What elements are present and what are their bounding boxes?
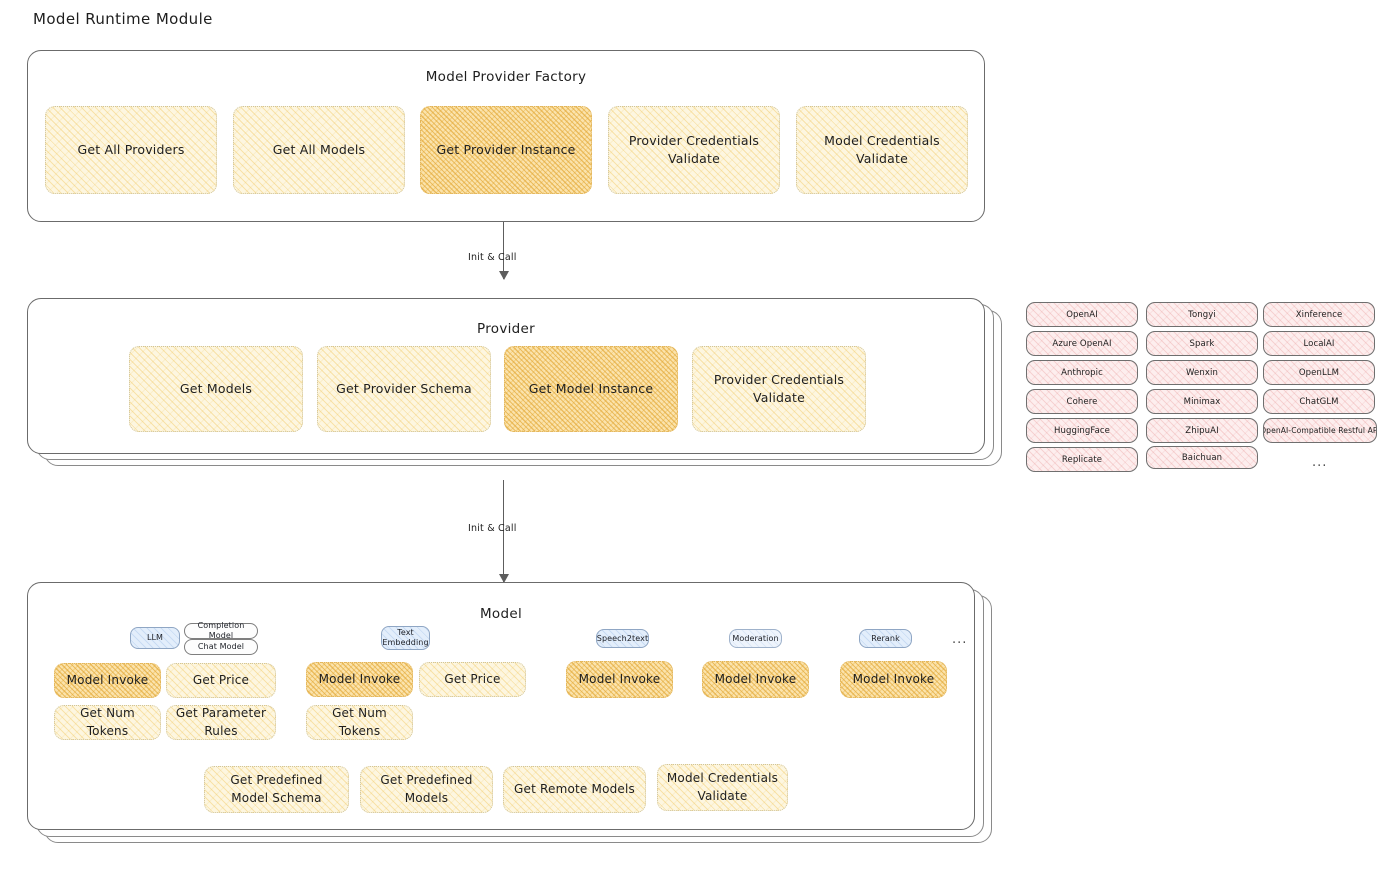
card-get-remote-models[interactable]: Get Remote Models [503, 766, 646, 813]
connector-line [503, 222, 505, 279]
pill-chatglm[interactable]: ChatGLM [1263, 389, 1375, 414]
card-get-models[interactable]: Get Models [129, 346, 303, 432]
panel-title-model-provider-factory: Model Provider Factory [425, 69, 587, 85]
pill-openai[interactable]: OpenAI [1026, 302, 1138, 327]
pill-anthropic[interactable]: Anthropic [1026, 360, 1138, 385]
provider-list-more-indicator: ... [1312, 455, 1328, 470]
pill-baichuan[interactable]: Baichuan [1146, 446, 1258, 469]
badge-rerank[interactable]: Rerank [859, 629, 912, 648]
badge-moderation[interactable]: Moderation [729, 629, 782, 648]
card-text-embedding-model-invoke[interactable]: Model Invoke [306, 662, 413, 697]
pill-huggingface[interactable]: HuggingFace [1026, 418, 1138, 443]
pill-cohere[interactable]: Cohere [1026, 389, 1138, 414]
panel-title-model: Model [479, 606, 523, 622]
card-speech2text-model-invoke[interactable]: Model Invoke [566, 661, 673, 698]
card-llm-get-price[interactable]: Get Price [166, 663, 276, 698]
card-provider-credentials-validate[interactable]: Provider Credentials Validate [608, 106, 780, 194]
card-model-credentials-validate-2[interactable]: Model Credentials Validate [657, 764, 788, 811]
pill-tongyi[interactable]: Tongyi [1146, 302, 1258, 327]
badge-llm[interactable]: LLM [130, 627, 180, 649]
card-model-credentials-validate[interactable]: Model Credentials Validate [796, 106, 968, 194]
card-get-predefined-models[interactable]: Get Predefined Models [360, 766, 493, 813]
card-moderation-model-invoke[interactable]: Model Invoke [702, 661, 809, 698]
badge-text-embedding[interactable]: Text Embedding [381, 626, 430, 650]
card-get-all-providers[interactable]: Get All Providers [45, 106, 217, 194]
badge-speech2text[interactable]: Speech2text [596, 629, 649, 648]
connector-label-init-and-call-1: Init & Call [468, 252, 517, 263]
badge-chat-model[interactable]: Chat Model [184, 639, 258, 655]
pill-zhipuai[interactable]: ZhipuAI [1146, 418, 1258, 443]
card-get-model-instance[interactable]: Get Model Instance [504, 346, 678, 432]
card-llm-get-num-tokens[interactable]: Get Num Tokens [54, 705, 161, 740]
connector-line [503, 480, 505, 582]
card-rerank-model-invoke[interactable]: Model Invoke [840, 661, 947, 698]
card-llm-model-invoke[interactable]: Model Invoke [54, 663, 161, 698]
arrow-head-icon [498, 574, 509, 583]
panel-title-provider: Provider [477, 321, 535, 337]
card-provider-credentials-validate-2[interactable]: Provider Credentials Validate [692, 346, 866, 432]
card-llm-get-parameter-rules[interactable]: Get Parameter Rules [166, 705, 276, 740]
pill-minimax[interactable]: Minimax [1146, 389, 1258, 414]
pill-openai-compatible-restful-api[interactable]: OpenAI-Compatible Restful API [1263, 418, 1377, 443]
page-title: Model Runtime Module [33, 10, 213, 28]
pill-wenxin[interactable]: Wenxin [1146, 360, 1258, 385]
connector-label-init-and-call-2: Init & Call [468, 523, 517, 534]
badge-completion-model[interactable]: Completion Model [184, 621, 258, 640]
pill-replicate[interactable]: Replicate [1026, 447, 1138, 472]
card-get-provider-instance[interactable]: Get Provider Instance [420, 106, 592, 194]
pill-openllm[interactable]: OpenLLM [1263, 360, 1375, 385]
card-text-embedding-get-price[interactable]: Get Price [419, 662, 526, 697]
model-types-more-indicator: ... [952, 632, 968, 647]
pill-azure-openai[interactable]: Azure OpenAI [1026, 331, 1138, 356]
pill-spark[interactable]: Spark [1146, 331, 1258, 356]
card-get-all-models[interactable]: Get All Models [233, 106, 405, 194]
arrow-head-icon [498, 271, 509, 280]
pill-xinference[interactable]: Xinference [1263, 302, 1375, 327]
pill-localai[interactable]: LocalAI [1263, 331, 1375, 356]
card-get-provider-schema[interactable]: Get Provider Schema [317, 346, 491, 432]
card-text-embedding-get-num-tokens[interactable]: Get Num Tokens [306, 705, 413, 740]
panel-model: Model [27, 582, 975, 830]
card-get-predefined-model-schema[interactable]: Get Predefined Model Schema [204, 766, 349, 813]
